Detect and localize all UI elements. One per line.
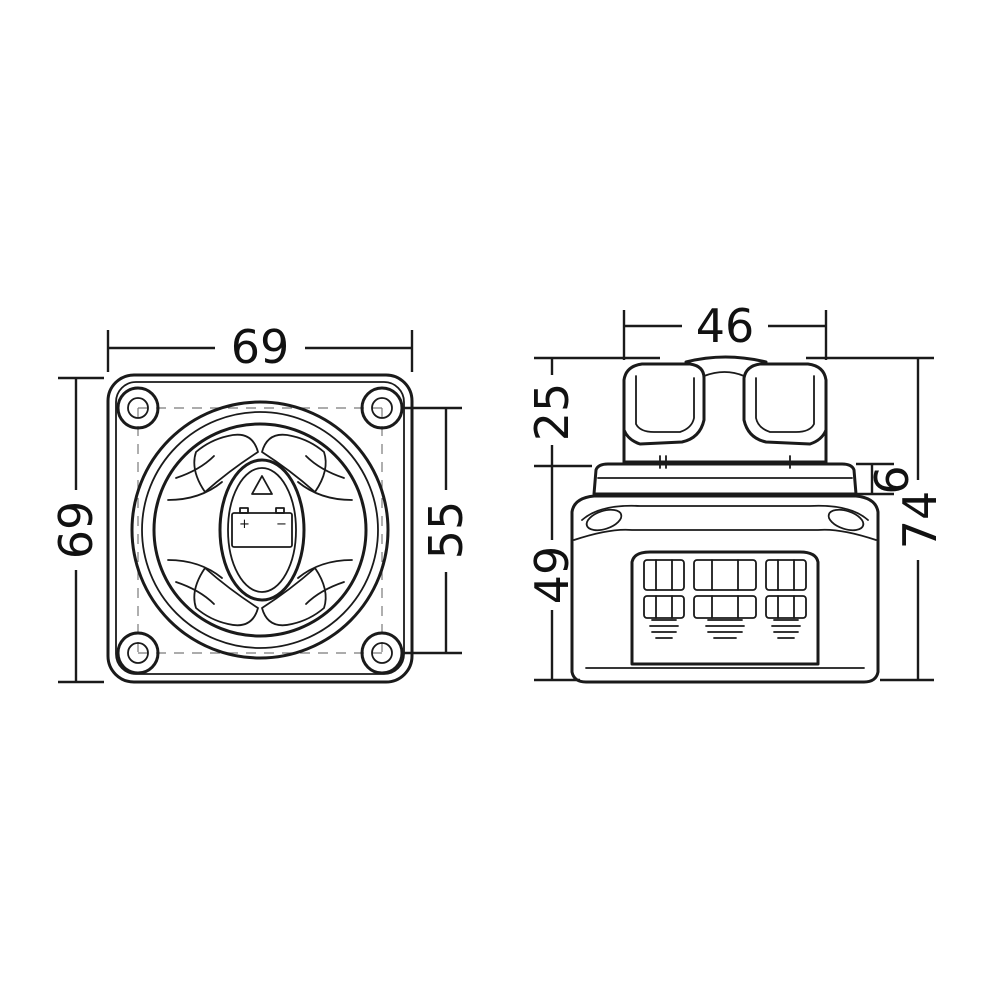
bezel-middle-ring (141, 411, 379, 649)
dim-front-height-label: 69 (49, 501, 103, 560)
base-plate-inner (115, 381, 405, 675)
front-view: + − 69 69 55 (49, 320, 473, 684)
knob-handle-inner (227, 467, 297, 593)
mounting-hole-br (360, 631, 404, 675)
side-knob (622, 355, 828, 469)
dim-front-width (106, 330, 414, 372)
battery-plus-label: + (239, 517, 250, 532)
bezel-inner-ring (152, 422, 368, 638)
side-body (570, 494, 880, 684)
dim-side-width (622, 310, 828, 360)
battery-minus-label: − (276, 517, 287, 532)
side-flange (592, 462, 858, 496)
terminal-window (630, 550, 820, 666)
dim-total-height (806, 356, 934, 682)
dim-total-height-label: 74 (893, 491, 947, 550)
rotary-knob (167, 433, 353, 627)
knob-handle-oval (218, 458, 306, 602)
side-view: 46 25 49 6 74 (525, 299, 947, 684)
base-plate-outer (106, 373, 414, 684)
dim-front-width-label: 69 (231, 320, 290, 374)
dim-flange (856, 462, 894, 496)
dim-front-height (58, 376, 104, 684)
dim-knob-height (534, 356, 660, 468)
dim-side-width-label: 46 (696, 299, 755, 353)
triangle-indicator-icon (251, 475, 273, 495)
dim-hole-spacing (404, 406, 462, 655)
terminal-studs (643, 559, 807, 639)
side-mount-hole-right (827, 508, 865, 532)
bezel-outer-ring (130, 400, 390, 660)
dim-body-height-label: 49 (525, 546, 579, 605)
mounting-hole-tr (360, 386, 404, 430)
dim-knob-height-label: 25 (525, 383, 579, 442)
mounting-hole-bl (116, 631, 160, 675)
dim-hole-spacing-label: 55 (419, 501, 473, 560)
dim-body-height (534, 466, 580, 682)
mounting-hole-tl (116, 386, 160, 430)
dim-flange-label: 6 (865, 465, 919, 494)
side-mount-hole-left (585, 508, 623, 532)
battery-icon: + − (231, 507, 293, 548)
